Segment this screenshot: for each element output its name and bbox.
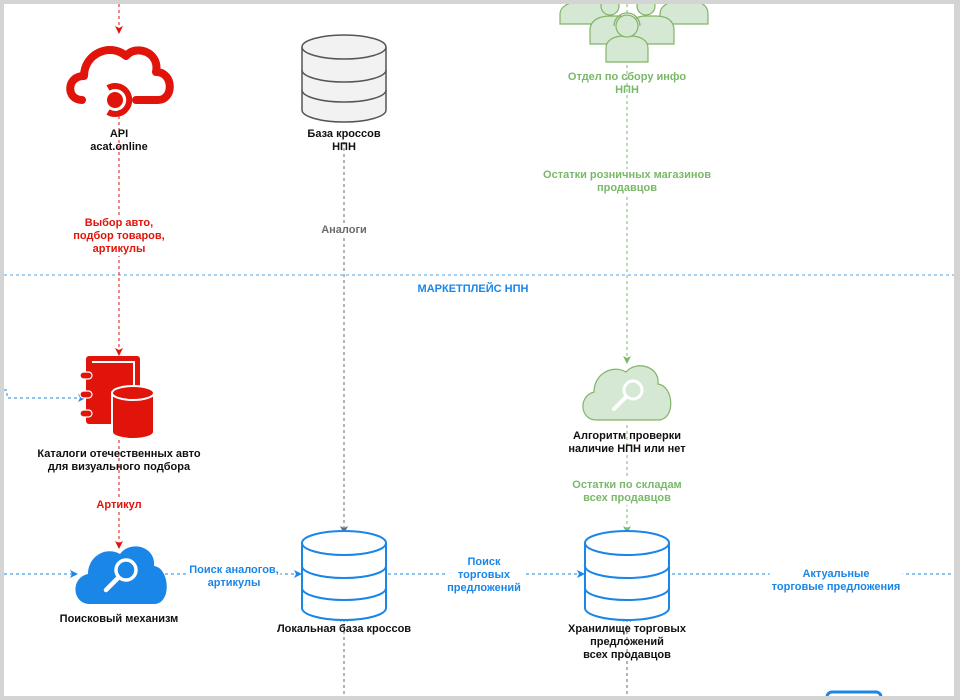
- edge-label-storage-to-out: Актуальные торговые предложения: [769, 568, 903, 594]
- offers-storage-node-label: Хранилище торговых предложений всех прод…: [568, 623, 686, 662]
- edge-label-api-to-catalogs: Выбор авто, подбор товаров, артикулы: [71, 217, 167, 256]
- edge-label-dept-to-algo: Остатки розничных магазинов продавцов: [541, 169, 713, 195]
- cross-db-node-label: База кроссов НПН: [305, 128, 383, 154]
- catalogs-label-line1: Каталоги отечественных авто: [37, 448, 201, 460]
- catalogs-node-label: Каталоги отечественных авто для визуальн…: [37, 448, 200, 474]
- edge-label-line: торговые предложения: [771, 581, 901, 593]
- info-dept-node-label: Отдел по сбору инфо НПН: [568, 71, 686, 97]
- api-label-line2: acat.online: [90, 141, 148, 153]
- info-dept-label-line2: НПН: [615, 84, 639, 96]
- diagram-svg: [4, 4, 954, 696]
- edge-label-line: Актуальные: [802, 568, 870, 580]
- cloud-search-icon[interactable]: [75, 546, 167, 604]
- offers-storage-label-line2: предложений: [590, 636, 664, 648]
- edge-label-line: подбор товаров,: [73, 230, 165, 242]
- edge-label-line: торговых: [457, 569, 511, 581]
- offers-storage-label-line1: Хранилище торговых: [568, 623, 686, 635]
- catalog-database-icon[interactable]: [79, 356, 155, 440]
- search-engine-node-label: Поисковый механизм: [60, 613, 179, 626]
- diagram-canvas: API acat.online База кроссов НПН Отдел п…: [4, 4, 954, 696]
- edge-label-local-to-storage: Поиск торговых предложений: [445, 556, 523, 595]
- edge-label-line: Поиск: [467, 556, 501, 568]
- edge-label-line: артикулы: [92, 243, 146, 255]
- info-dept-label-line1: Отдел по сбору инфо: [567, 71, 687, 83]
- edge-label-search-to-local: Поиск аналогов, артикулы: [187, 564, 281, 590]
- edge-left-to-catalogs: [4, 389, 86, 402]
- database-icon[interactable]: [584, 530, 670, 621]
- check-algo-node-label: Алгоритм проверки наличие НПН или нет: [568, 430, 685, 456]
- edge-label-line: Выбор авто,: [84, 217, 154, 229]
- edge-label-line: предложений: [447, 582, 521, 594]
- search-engine-label-line1: Поисковый механизм: [59, 613, 179, 625]
- operators-group-icon[interactable]: [559, 4, 709, 63]
- edge-label-line: Артикул: [96, 499, 142, 511]
- edge-label-line: Остатки по складам: [572, 479, 682, 491]
- edge-label-catalogs-to-search: Артикул: [94, 499, 144, 512]
- marketplace-section-label: МАРКЕТПЛЕЙС НПН: [417, 283, 529, 295]
- local-cross-db-label-line1: Локальная база кроссов: [276, 623, 412, 635]
- catalogs-label-line2: для визуального подбора: [47, 461, 191, 473]
- edge-label-line: Аналоги: [321, 224, 367, 236]
- database-icon[interactable]: [301, 34, 387, 123]
- edge-label-line: Поиск аналогов,: [189, 564, 279, 576]
- edge-label-line: всех продавцов: [583, 492, 671, 504]
- edge-label-algo-to-storage: Остатки по складам всех продавцов: [570, 479, 684, 505]
- cross-db-label-line2: НПН: [332, 141, 356, 153]
- check-algo-label-line1: Алгоритм проверки: [573, 430, 681, 442]
- cross-db-label-line1: База кроссов: [305, 128, 383, 141]
- check-algo-label-line2: наличие НПН или нет: [568, 443, 686, 455]
- edge-label-line: Остатки розничных магазинов: [543, 169, 711, 181]
- cloud-search-icon[interactable]: [582, 365, 672, 421]
- cloud-api-icon[interactable]: [66, 46, 174, 117]
- edge-label-line: артикулы: [207, 577, 261, 589]
- offers-storage-label-line3: всех продавцов: [583, 649, 671, 661]
- api-node-label: API acat.online: [90, 128, 147, 154]
- partial-node-box[interactable]: [825, 690, 883, 696]
- database-icon[interactable]: [301, 530, 387, 621]
- edge-label-line: продавцов: [596, 182, 658, 194]
- local-cross-db-node-label: Локальная база кроссов: [277, 623, 411, 636]
- api-label-line1: API: [109, 128, 129, 140]
- edge-label-cross-to-local: Аналоги: [319, 224, 369, 237]
